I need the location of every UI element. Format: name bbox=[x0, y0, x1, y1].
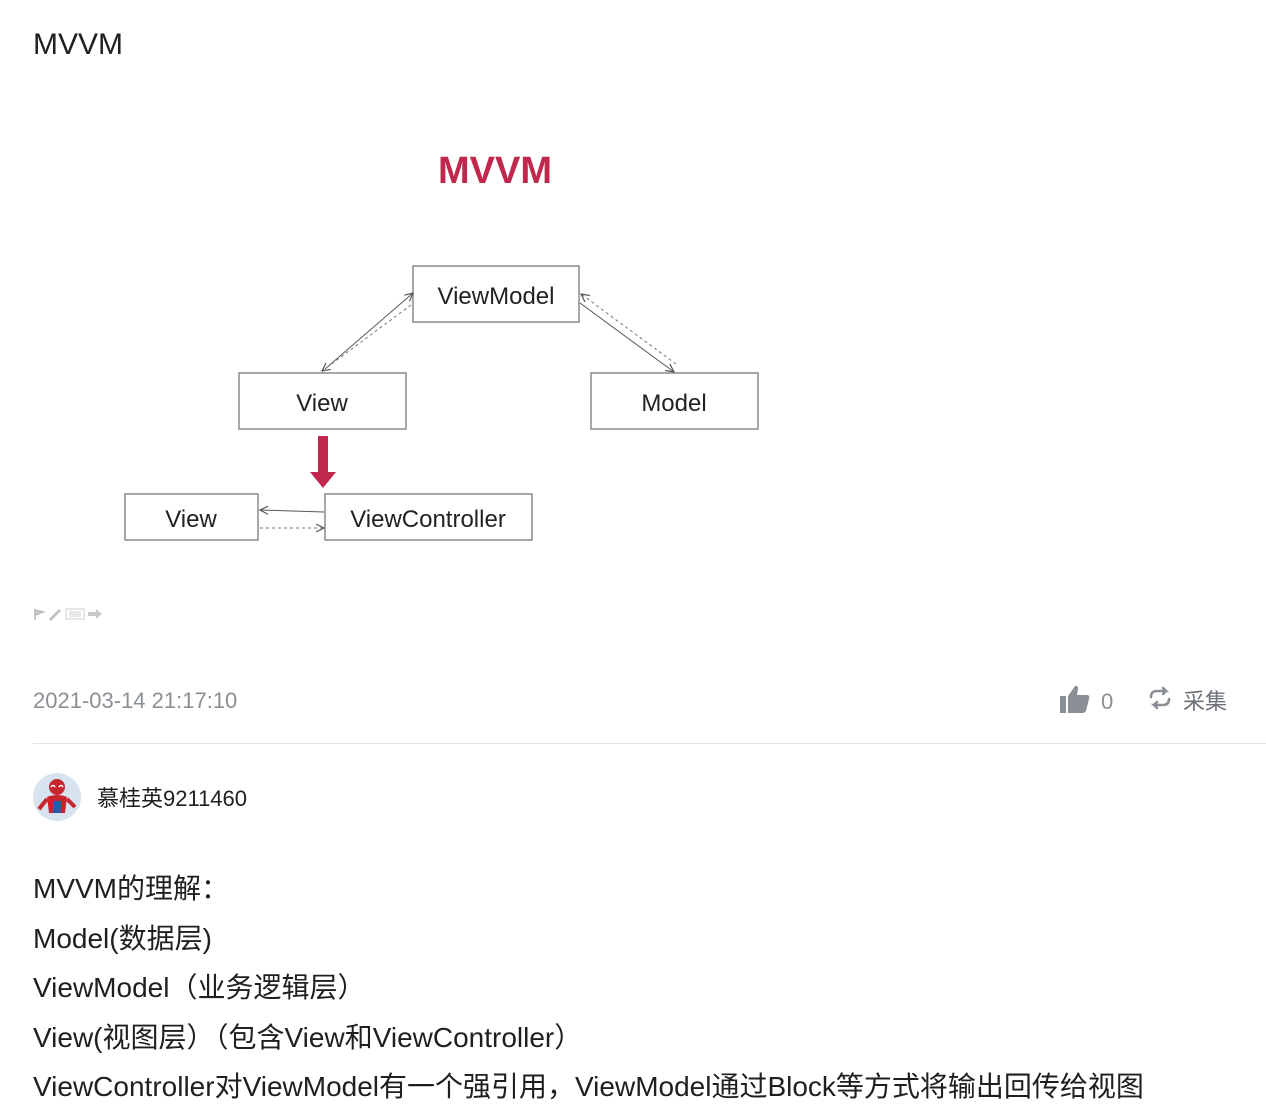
collect-label: 采集 bbox=[1183, 689, 1228, 714]
viewmodel-box: ViewModel bbox=[412, 265, 580, 323]
model-label: Model bbox=[641, 390, 706, 417]
arrow-viewmodel-model bbox=[579, 294, 677, 372]
author-name[interactable]: 慕桂英9211460 bbox=[97, 786, 248, 811]
arrow-view-viewcontroller bbox=[260, 510, 324, 528]
post-timestamp: 2021-03-14 21:17:10 bbox=[33, 688, 238, 713]
red-down-arrow bbox=[310, 436, 336, 488]
image-toolbar-strip bbox=[33, 606, 103, 626]
content-line: ViewController对ViewModel有一个强引用，ViewModel… bbox=[33, 1071, 1144, 1102]
viewmodel-label: ViewModel bbox=[438, 283, 555, 310]
viewcontroller-label: ViewController bbox=[350, 506, 506, 533]
like-count: 0 bbox=[1101, 688, 1114, 714]
diagram-heading: MVVM bbox=[438, 150, 552, 192]
collect-button[interactable]: 采集 bbox=[1147, 684, 1227, 716]
viewcontroller-box: ViewController bbox=[324, 493, 533, 541]
thumbs-up-icon bbox=[1059, 684, 1091, 719]
mvvm-diagram-image: MVVM ViewModel View Model View ViewContr… bbox=[100, 120, 820, 570]
author-row: 慕桂英9211460 bbox=[33, 772, 247, 822]
arrow-right-icon bbox=[87, 607, 103, 626]
like-button[interactable]: 0 bbox=[1059, 684, 1113, 719]
model-box: Model bbox=[590, 372, 759, 430]
arrow-view-viewmodel bbox=[322, 293, 413, 371]
post-title: MVVM bbox=[33, 28, 123, 61]
flag-icon bbox=[33, 607, 46, 626]
comment-content: MVVM的理解： Model(数据层) ViewModel（业务逻辑层） Vie… bbox=[33, 864, 1253, 1112]
view-box-top: View bbox=[238, 372, 407, 430]
list-icon bbox=[65, 607, 85, 626]
sync-icon bbox=[1147, 685, 1173, 716]
content-line: ViewModel（业务逻辑层） bbox=[33, 972, 366, 1003]
post-meta-row: 2021-03-14 21:17:10 0 采集 bbox=[33, 684, 1266, 720]
view-top-label: View bbox=[296, 390, 348, 417]
pencil-icon bbox=[47, 607, 63, 626]
content-line: View(视图层）（包含View和ViewController） bbox=[33, 1021, 583, 1053]
avatar[interactable] bbox=[33, 773, 81, 821]
content-line: Model(数据层) bbox=[33, 922, 212, 954]
view-bottom-label: View bbox=[165, 506, 217, 533]
view-box-bottom: View bbox=[124, 493, 259, 541]
content-line: MVVM的理解： bbox=[33, 873, 230, 904]
section-divider bbox=[33, 743, 1266, 744]
